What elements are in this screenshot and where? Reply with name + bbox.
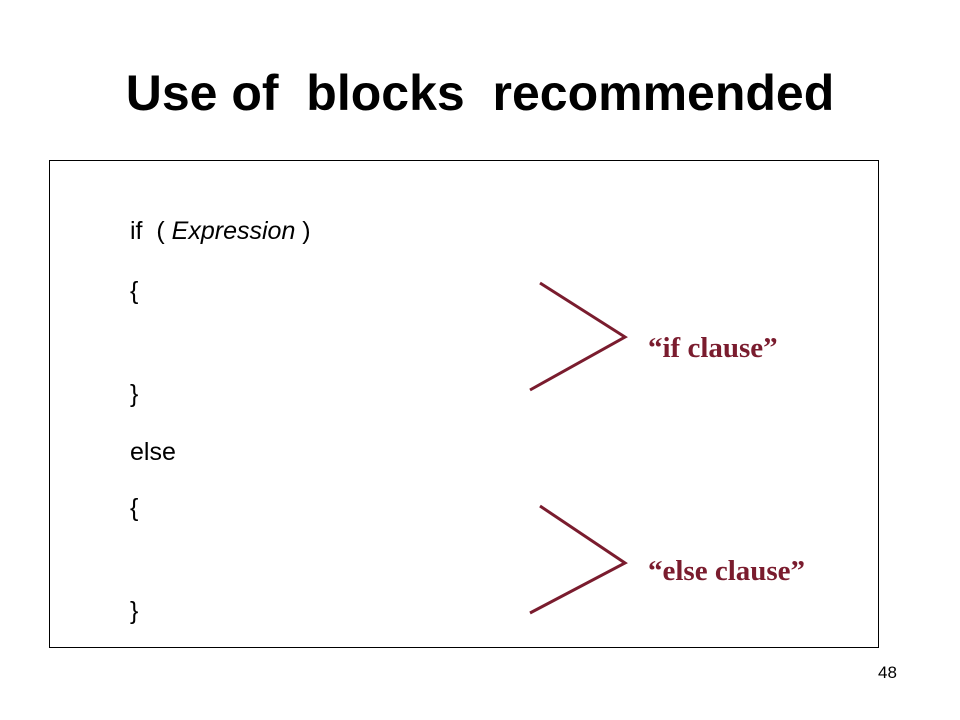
code-line-else: else bbox=[130, 438, 176, 466]
code-example-box: if ( Expression ) { } else { } bbox=[49, 160, 879, 648]
slide-title: Use of blocks recommended bbox=[125, 65, 835, 121]
if-clause-label: “if clause” bbox=[648, 332, 778, 364]
code-line-if: if ( Expression ) bbox=[130, 216, 311, 246]
if-keyword: if ( bbox=[130, 217, 172, 245]
code-line-close-brace-else: } bbox=[130, 597, 139, 625]
if-close-paren: ) bbox=[295, 217, 311, 245]
page-number: 48 bbox=[878, 663, 897, 682]
code-line-open-brace-else: { bbox=[130, 494, 139, 522]
expression-placeholder: Expression bbox=[171, 217, 296, 245]
else-clause-label: “else clause” bbox=[648, 555, 806, 587]
code-line-close-brace-if: } bbox=[130, 380, 139, 408]
code-line-open-brace-if: { bbox=[130, 277, 139, 305]
